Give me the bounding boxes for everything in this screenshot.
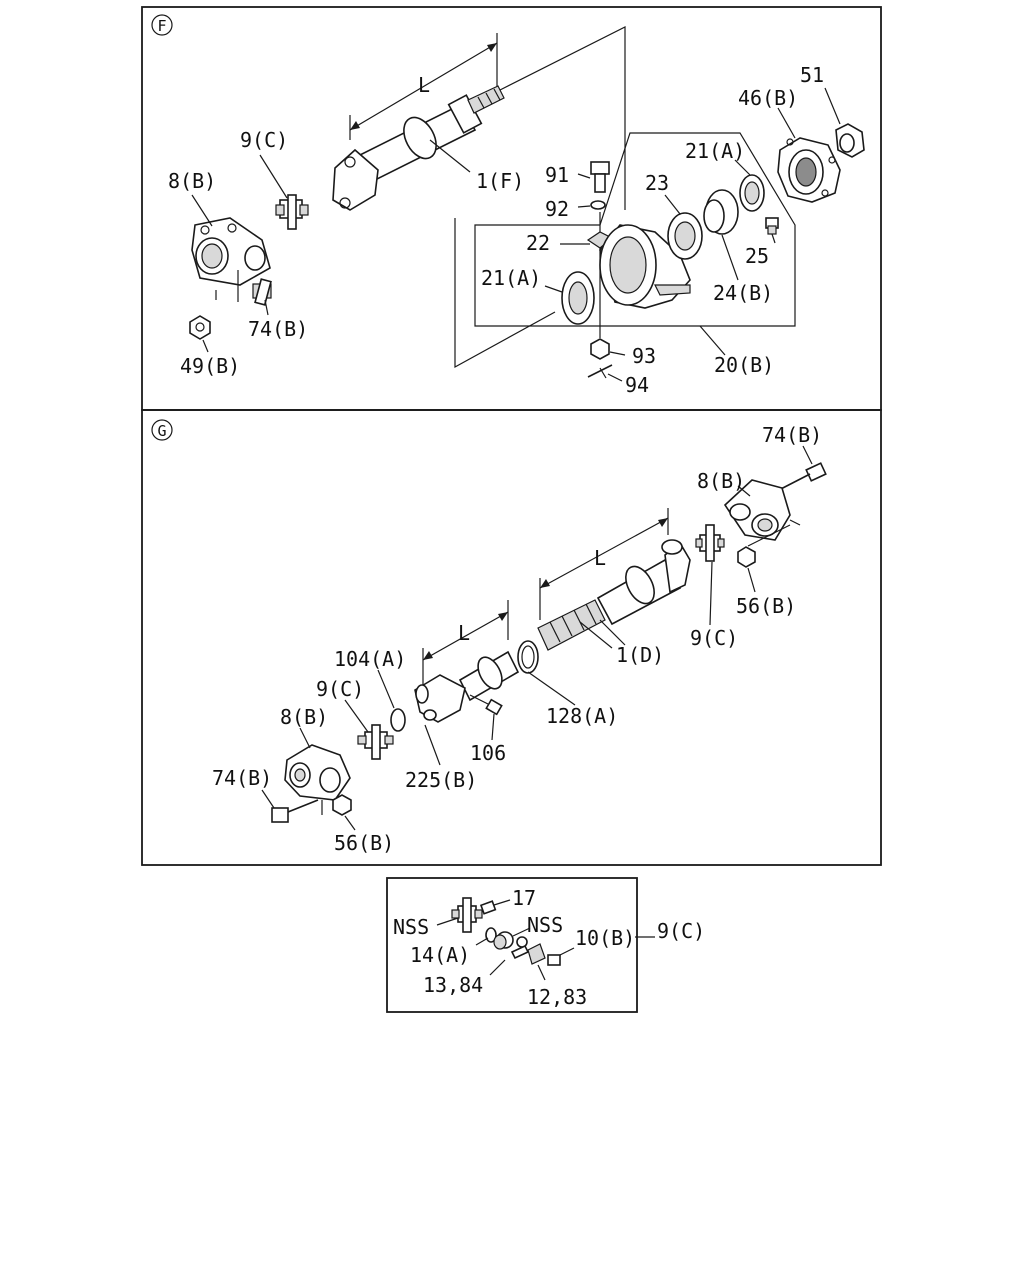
bolt-74b-g-left <box>261 789 319 823</box>
detail-9c: 17 NSS NSS 10(B) 9(C) 14(A) 13,84 12,83 <box>386 877 705 1013</box>
dimension-l-f: L <box>349 33 498 140</box>
grease-nipple-25 <box>765 217 779 244</box>
propeller-shaft-1d <box>537 539 691 651</box>
label-10b: 10(B) <box>575 926 635 950</box>
bolt-91 <box>577 161 610 193</box>
flange-yoke-8b-g-top <box>723 479 801 547</box>
bearing-23 <box>664 194 703 260</box>
dust-seal-21a-top <box>734 159 765 212</box>
label-56b-g-top: 56(B) <box>736 594 796 618</box>
label-225b: 225(B) <box>405 768 477 792</box>
detail-frame <box>386 877 638 1013</box>
bearing-cup-nss <box>493 927 531 950</box>
label-92: 92 <box>545 197 569 221</box>
label-128a: 128(A) <box>546 704 618 728</box>
label-8b-f: 8(B) <box>168 169 216 193</box>
nut-56b-g-bottom <box>332 794 356 831</box>
plug-104a <box>377 669 406 732</box>
flange-yoke-8b-f <box>191 194 271 302</box>
label-9c-g-right: 9(C) <box>690 626 738 650</box>
label-106: 106 <box>470 741 506 765</box>
label-13-84: 13,84 <box>423 973 483 997</box>
dim-l-g-long-label: L <box>594 546 606 570</box>
label-46b: 46(B) <box>738 86 798 110</box>
group-outline-bottom <box>454 218 556 369</box>
bolt-12-83 <box>527 943 546 981</box>
bearing-group-outline <box>474 132 796 327</box>
label-21a-left: 21(A) <box>481 266 541 290</box>
universal-joint-9c-g-left <box>344 699 394 760</box>
slip-yoke-225b <box>414 650 520 766</box>
label-12-83: 12,83 <box>527 985 587 1009</box>
dimension-l-g-long: L <box>539 508 669 620</box>
dim-l-g-short-label: L <box>458 621 470 645</box>
dimension-l-g-short: L <box>422 600 509 690</box>
label-49b-f: 49(B) <box>180 354 240 378</box>
label-21a-top: 21(A) <box>685 139 745 163</box>
label-1d: 1(D) <box>616 643 664 667</box>
panel-g: G <box>141 409 882 866</box>
label-93: 93 <box>632 344 656 368</box>
bolt-74b-f <box>252 278 272 316</box>
leader-1f <box>429 139 471 173</box>
leader-1d <box>599 619 626 646</box>
label-8b-g-left: 8(B) <box>280 705 328 729</box>
universal-joint-9c-f <box>259 154 309 230</box>
label-23: 23 <box>645 171 669 195</box>
panel-g-marker-circle <box>151 419 173 441</box>
panel-g-frame <box>141 409 882 866</box>
label-74b-g-left: 74(B) <box>212 766 272 790</box>
dust-seal-21a-left <box>544 271 595 325</box>
panel-g-marker: G <box>157 422 166 440</box>
grease-fitting-17 <box>479 899 511 915</box>
label-74b-f: 74(B) <box>248 317 308 341</box>
washer-92 <box>577 200 606 210</box>
dim-l-f-label: L <box>418 73 430 97</box>
nut-93 <box>590 338 626 360</box>
label-104a: 104(A) <box>334 647 406 671</box>
label-51: 51 <box>800 63 824 87</box>
propeller-shaft-1f <box>332 85 505 211</box>
flange-yoke-8b-g-left <box>284 727 351 815</box>
spider-cross-nss <box>436 897 483 933</box>
companion-flange-46b <box>777 107 841 203</box>
label-nss-right: NSS <box>527 913 563 937</box>
panel-f-marker: F <box>157 17 166 35</box>
label-14a: 14(A) <box>410 943 470 967</box>
panel-f-frame <box>141 6 882 411</box>
label-56b-g-bottom: 56(B) <box>334 831 394 855</box>
center-bearing-housing <box>599 224 691 309</box>
label-20b: 20(B) <box>714 353 774 377</box>
cotter-pin-94 <box>587 364 623 382</box>
label-8b-g-top: 8(B) <box>697 469 745 493</box>
label-74b-g-top: 74(B) <box>762 423 822 447</box>
label-nss-left: NSS <box>393 915 429 939</box>
snap-ring-128a <box>517 640 576 706</box>
label-94: 94 <box>625 373 649 397</box>
grease-fitting-106 <box>469 694 503 741</box>
label-9c-detail: 9(C) <box>657 919 705 943</box>
bolt-10b <box>547 947 575 966</box>
leader-20b <box>699 325 726 356</box>
label-9c-f: 9(C) <box>240 128 288 152</box>
panel-f-marker-circle <box>151 14 173 36</box>
label-22: 22 <box>526 231 550 255</box>
label-24b: 24(B) <box>713 281 773 305</box>
nut-51 <box>824 87 865 158</box>
label-17: 17 <box>512 886 536 910</box>
universal-joint-9c-g-right <box>695 524 725 626</box>
lock-plate-13-84 <box>489 944 530 976</box>
label-1f: 1(F) <box>476 169 524 193</box>
seal-14a <box>475 927 497 946</box>
nut-56b-g-top <box>737 546 756 593</box>
nut-49b-f <box>189 315 211 353</box>
panel-f: F L <box>141 6 882 411</box>
label-91: 91 <box>545 163 569 187</box>
label-25: 25 <box>745 244 769 268</box>
bolt-74b-g-top <box>774 445 827 493</box>
collar-24b <box>703 189 739 281</box>
label-9c-g-left: 9(C) <box>316 677 364 701</box>
